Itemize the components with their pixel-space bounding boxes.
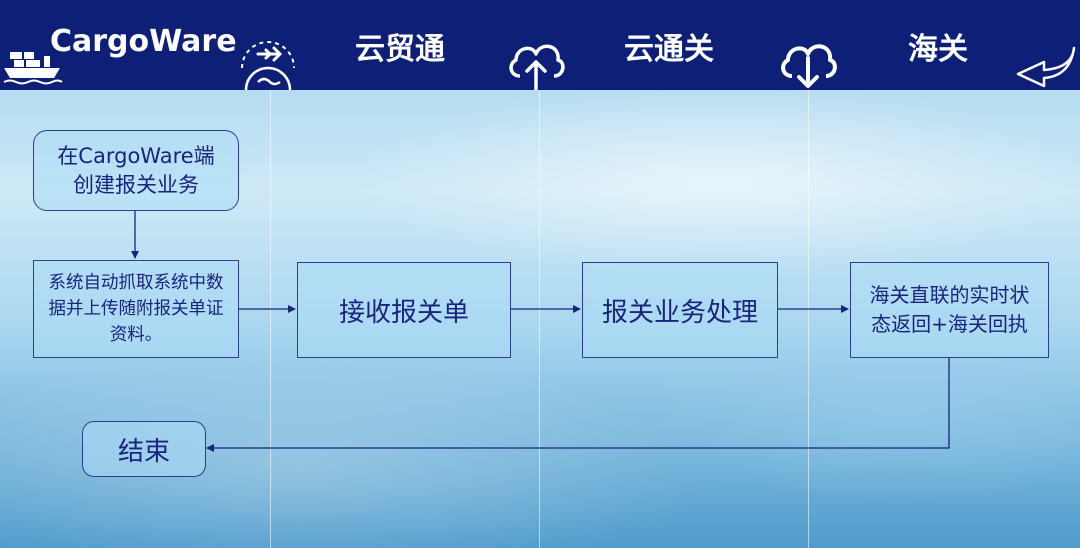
lane-divider: [539, 90, 540, 548]
customs-return-box-label: 海关直联的实时状态返回+海关回执: [869, 283, 1030, 336]
end-box: 结束: [82, 421, 206, 477]
lane-title-cargoware: CargoWare: [50, 24, 237, 59]
lane-title-haiguan: 海关: [908, 32, 968, 67]
lane-divider: [270, 90, 271, 548]
ship-icon: [3, 52, 63, 85]
start-box: 在CargoWare端创建报关业务: [33, 130, 239, 211]
swimlane-header: CargoWare 云贸通 云通关 海关: [0, 0, 1080, 90]
auto-fetch-box-label: 系统自动抓取系统中数据并上传随附报关单证资料。: [48, 273, 224, 345]
return-arrow-icon: [1016, 46, 1076, 88]
customs-return-box: 海关直联的实时状态返回+海关回执: [850, 262, 1049, 358]
auto-fetch-box: 系统自动抓取系统中数据并上传随附报关单证资料。: [33, 260, 239, 358]
start-box-label: 在CargoWare端创建报关业务: [57, 143, 215, 197]
process-box-label: 报关业务处理: [601, 297, 758, 328]
lane-title-yunmaotong: 云贸通: [355, 32, 445, 67]
lane-title-yuntongguan: 云通关: [624, 32, 714, 67]
lane-divider: [808, 90, 809, 548]
cloud-upload-icon: [509, 44, 565, 90]
airplane-globe-icon: [241, 41, 295, 90]
connector-customs-to-end: [206, 357, 950, 452]
cloud-download-icon: [781, 44, 837, 88]
receive-box: 接收报关单: [297, 262, 511, 358]
process-box: 报关业务处理: [582, 262, 778, 358]
end-box-label: 结束: [117, 436, 170, 467]
receive-box-label: 接收报关单: [338, 297, 469, 328]
